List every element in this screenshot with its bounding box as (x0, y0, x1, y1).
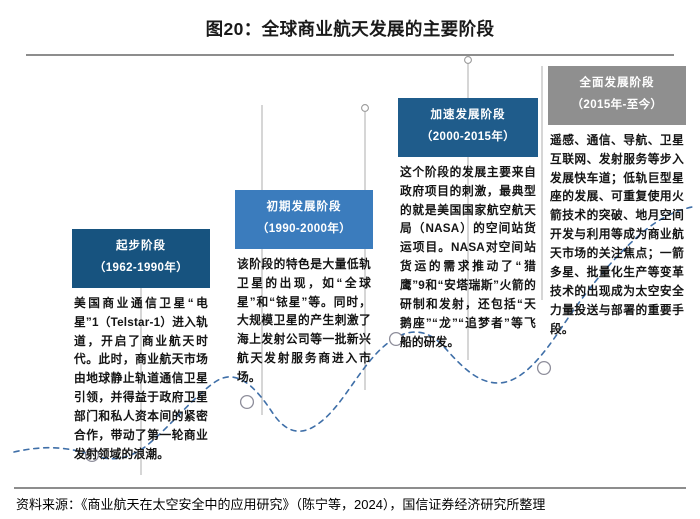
page-title: 图20：全球商业航天发展的主要阶段 (205, 19, 495, 39)
stage-description-2: 该阶段的特色是大量低轨卫星的出现，如“全球星”和“铱星”等。同时，大规模卫星的产… (237, 257, 371, 385)
stage-description-3: 这个阶段的发展主要来自政府项目的刺激，最典型的就是美国国家航空航天局（NASA）… (400, 165, 536, 350)
curve-marker-2 (239, 394, 255, 410)
stage-header-1: 起步阶段 （1962-1990年） (72, 229, 210, 288)
stage-column-4: 全面发展阶段 （2015年-至今） 遥感、通信、导航、卫星互联网、发射服务等步入… (548, 66, 686, 340)
stage-name-1: 起步阶段 (116, 240, 166, 252)
stage-column-1: 起步阶段 （1962-1990年） 美国商业通信卫星“电星”1（Telstar-… (72, 229, 210, 465)
stage-header-3: 加速发展阶段 （2000-2015年） (398, 98, 538, 157)
stage-description-4: 遥感、通信、导航、卫星互联网、发射服务等步入发展快车道；低轨巨型星座的发展、可重… (550, 133, 684, 337)
title-divider (26, 54, 674, 56)
stage-header-4: 全面发展阶段 （2015年-至今） (548, 66, 686, 125)
footer-divider (14, 487, 686, 489)
stage-period-4: （2015年-至今） (571, 98, 663, 111)
stage-name-4: 全面发展阶段 (579, 77, 655, 89)
stage-column-3: 加速发展阶段 （2000-2015年） 这个阶段的发展主要来自政府项目的刺激，最… (398, 98, 538, 353)
connector-marker-upper-right (464, 56, 472, 64)
stage-period-3: （2000-2015年） (420, 130, 516, 143)
source-note: 资料来源：《商业航天在太空安全中的应用研究》（陈宁等，2024），国信证券经济研… (16, 497, 546, 512)
curve-marker-4 (536, 360, 552, 376)
stage-header-2: 初期发展阶段 （1990-2000年） (235, 190, 373, 249)
connector-marker-upper-left (361, 104, 369, 112)
stage-name-2: 初期发展阶段 (266, 201, 342, 213)
stage-description-1: 美国商业通信卫星“电星”1（Telstar-1）进入轨道，开启了商业航天时代。此… (74, 296, 208, 462)
stage-column-2: 初期发展阶段 （1990-2000年） 该阶段的特色是大量低轨卫星的出现，如“全… (235, 190, 373, 388)
stage-name-3: 加速发展阶段 (430, 109, 506, 121)
stage-period-2: （1990-2000年） (256, 222, 352, 235)
stage-period-1: （1962-1990年） (93, 261, 189, 274)
